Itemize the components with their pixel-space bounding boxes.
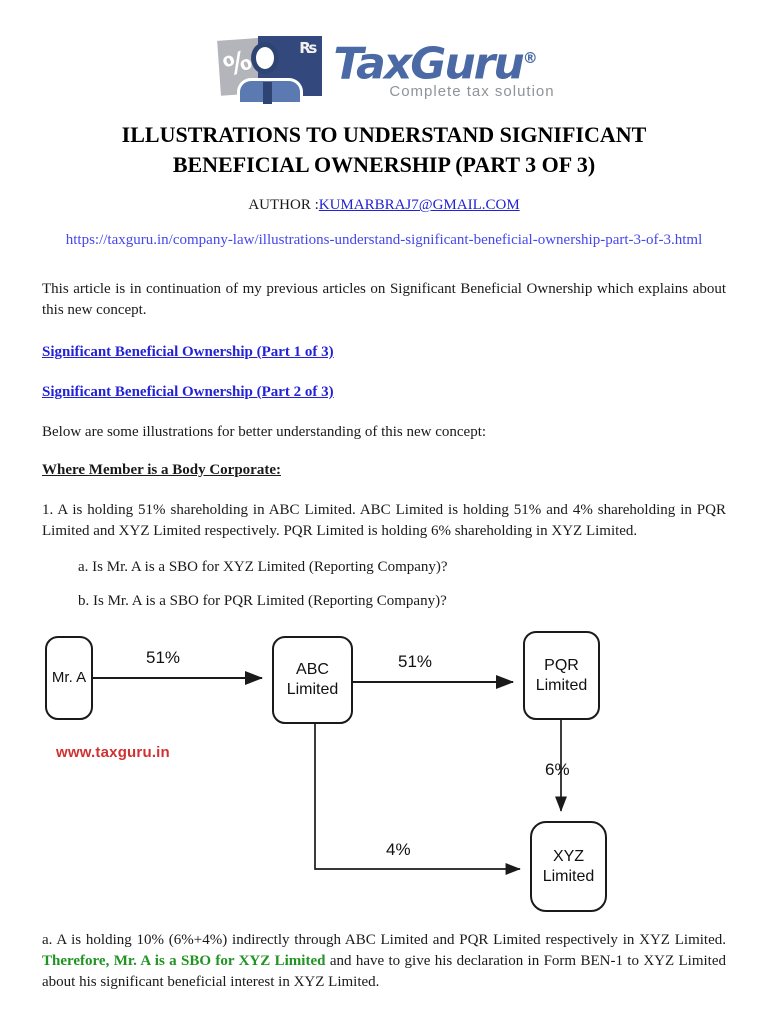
illustrations-intro: Below are some illustrations for better … (42, 424, 487, 440)
sbo-part2-link-row: Significant Beneficial Ownership (Part 2… (42, 384, 726, 401)
author-line: AUTHOR :KUMARBRAJ7@GMAIL.COM (0, 197, 768, 214)
section-heading: Where Member is a Body Corporate: (42, 462, 281, 478)
brand-name: TaxGuru® (333, 36, 554, 87)
arrow-abc-to-xyz (314, 724, 521, 875)
node-abc-limited: ABC Limited (272, 636, 353, 724)
person-icon (251, 42, 280, 74)
source-url-line: https://taxguru.in/company-law/illustrat… (0, 232, 768, 249)
brand-wordmark: TaxGuru (333, 38, 524, 90)
rupee-icon: ₨ (299, 39, 318, 57)
answer-part2: and have to give his declaration in Form… (42, 953, 726, 990)
question-b: b. Is Mr. A is a SBO for PQR Limited (Re… (78, 593, 447, 609)
intro-paragraph: This article is in continuation of my pr… (42, 281, 726, 318)
answer-paragraph: a. A is holding 10% (6%+4%) indirectly t… (42, 930, 726, 993)
taxguru-watermark: www.taxguru.in (56, 744, 170, 761)
case-description: 1. A is holding 51% shareholding in ABC … (42, 502, 726, 539)
edge-label-abc-to-xyz: 4% (386, 840, 411, 859)
sbo-part1-link[interactable]: Significant Beneficial Ownership (Part 1… (42, 344, 334, 360)
page-title: ILLUSTRATIONS TO UNDERSTAND SIGNIFICANT … (121, 122, 647, 177)
author-email-link[interactable]: KUMARBRAJ7@GMAIL.COM (318, 197, 520, 213)
question-a: a. Is Mr. A is a SBO for XYZ Limited (Re… (78, 559, 448, 575)
node-pqr-limited: PQR Limited (523, 631, 600, 720)
ownership-diagram: Mr. A ABC Limited PQR Limited XYZ Limite… (0, 622, 768, 922)
sbo-part1-link-row: Significant Beneficial Ownership (Part 1… (42, 344, 726, 361)
source-url-link[interactable]: https://taxguru.in/company-law/illustrat… (65, 232, 703, 248)
author-label: AUTHOR : (248, 197, 319, 213)
sbo-part2-link[interactable]: Significant Beneficial Ownership (Part 2… (42, 384, 334, 400)
header: % ₨ TaxGuru® Complete tax solution (0, 0, 768, 104)
edge-label-pqr-to-xyz: 6% (545, 760, 570, 779)
registered-mark: ® (522, 49, 538, 67)
brand-text-block: TaxGuru® Complete tax solution (333, 34, 554, 100)
edge-label-mr-a-to-abc: 51% (146, 648, 181, 667)
answer-highlight: Therefore, Mr. A is a SBO for XYZ Limite… (42, 953, 326, 969)
edge-label-abc-to-pqr: 51% (398, 652, 433, 671)
answer-part1: a. A is holding 10% (6%+4%) indirectly t… (42, 932, 726, 948)
brand-logo: % ₨ TaxGuru® Complete tax solution (213, 34, 554, 104)
node-mr-a: Mr. A (45, 636, 93, 720)
diagram-connectors (93, 671, 567, 875)
node-xyz-limited: XYZ Limited (530, 821, 607, 912)
brand-tagline: Complete tax solution (389, 82, 555, 100)
brand-logo-icon: % ₨ (213, 34, 331, 104)
person-tie-icon (263, 82, 273, 104)
